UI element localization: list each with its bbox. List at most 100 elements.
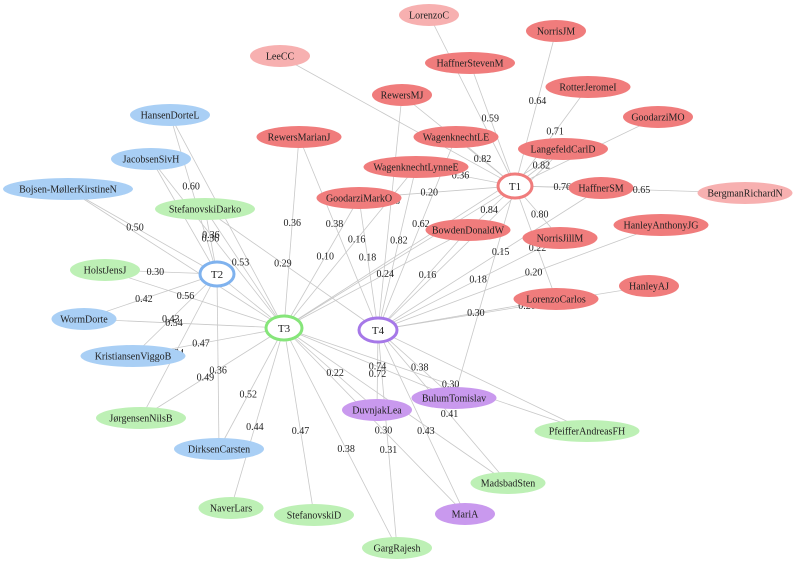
edge-T4-HanleyAJ	[377, 285, 650, 331]
edge-T4-HaffnerSM	[377, 187, 602, 331]
node-HaffnerStevenM[interactable]: HaffnerStevenM	[425, 52, 515, 74]
node-LorenzoCarlos[interactable]: LorenzoCarlos	[513, 288, 599, 310]
edge-T2-JorgensenNilsB	[140, 273, 218, 419]
edge-weight-label: 0.44	[246, 422, 264, 433]
node-PfeifferAndreasFH[interactable]: PfeifferAndreasFH	[534, 420, 640, 442]
node-LorenzoC[interactable]: LorenzoC	[399, 4, 459, 26]
edge-T1-NorrisJM	[514, 30, 557, 187]
node-label: BulumTomislav	[422, 394, 486, 405]
node-label: JørgensenNilsB	[109, 414, 172, 425]
node-label: HansenDorteL	[141, 111, 200, 122]
node-ellipse	[425, 52, 515, 74]
edge-weight-label: 0.30	[147, 267, 165, 278]
node-ellipse	[399, 4, 459, 26]
node-label: HaffnerStevenM	[436, 59, 503, 70]
node-ellipse	[174, 438, 264, 460]
node-GoodarziMO[interactable]: GoodarziMO	[623, 106, 693, 128]
node-ellipse	[363, 156, 469, 178]
edge-T4-GoodarziMarkO	[358, 197, 379, 331]
node-BergmanRichardN[interactable]: BergmanRichardN	[697, 182, 793, 204]
node-label: Bojsen-MøllerKirstineN	[19, 185, 117, 196]
node-label: WormDorte	[60, 315, 108, 326]
node-HansenDorteL[interactable]: HansenDorteL	[130, 104, 210, 126]
node-ellipse	[3, 178, 133, 200]
hub-label: T4	[372, 325, 385, 337]
node-HolstJensJ[interactable]: HolstJensJ	[70, 259, 140, 281]
node-RotterJeromeI[interactable]: RotterJeromeI	[545, 76, 631, 98]
node-NorrisJillM[interactable]: NorrisJillM	[522, 227, 598, 249]
edge-T4-NorrisJillM	[377, 237, 561, 331]
node-GoodarziMarkO[interactable]: GoodarziMarkO	[316, 187, 402, 209]
edge-weight-label: 0.72	[369, 369, 387, 380]
node-LeeCC[interactable]: LeeCC	[250, 45, 310, 67]
node-label: NaverLars	[210, 504, 252, 515]
node-label: LorenzoC	[409, 11, 449, 22]
node-WormDorte[interactable]: WormDorte	[51, 308, 117, 330]
edge-T4-BowdenDonaldW	[377, 229, 469, 331]
node-label: HolstJensJ	[84, 266, 127, 277]
node-ellipse	[425, 219, 511, 241]
edge-weight-label: 0.71	[546, 127, 564, 138]
edge-weight-label: 0.38	[337, 444, 355, 455]
edge-weight-label: 0.49	[197, 373, 215, 384]
node-NorrisJM[interactable]: NorrisJM	[526, 20, 586, 42]
edge-weight-label: 0.42	[135, 294, 153, 305]
edge-weight-label: 0.36	[202, 233, 220, 244]
node-HanleyAJ[interactable]: HanleyAJ	[619, 275, 679, 297]
node-NaverLars[interactable]: NaverLars	[198, 497, 264, 519]
edge-T3-PfeifferAndreasFH	[283, 327, 588, 432]
node-WagenknechtLE[interactable]: WagenknechtLE	[413, 126, 499, 148]
edge-weight-label: 0.50	[126, 222, 144, 233]
node-LangefeldCarlD[interactable]: LangefeldCarlD	[518, 138, 608, 160]
hub-node-T2[interactable]: T2	[198, 260, 236, 288]
node-ellipse	[130, 104, 210, 126]
node-StefanovskiDarko[interactable]: StefanovskiDarko	[155, 198, 255, 220]
node-ellipse	[198, 497, 264, 519]
node-label: BowdenDonaldW	[432, 226, 505, 237]
node-MariA[interactable]: MariA	[435, 503, 495, 525]
node-ellipse	[411, 387, 497, 409]
node-label: StefanovskiDarko	[169, 205, 241, 216]
hub-label: T2	[211, 269, 223, 281]
node-KristiansenViggoB[interactable]: KristiansenViggoB	[80, 345, 186, 367]
edge-weight-label: 0.10	[317, 252, 335, 263]
node-HaffnerSM[interactable]: HaffnerSM	[568, 177, 634, 199]
hub-node-T3[interactable]: T3	[264, 314, 304, 342]
node-JorgensenNilsB[interactable]: JørgensenNilsB	[96, 407, 186, 429]
hub-label: T3	[278, 323, 291, 335]
node-DuvnjakLea[interactable]: DuvnjakLea	[342, 399, 412, 421]
node-MadsbadSten[interactable]: MadsbadSten	[470, 472, 546, 494]
edge-weight-label: 0.62	[412, 219, 430, 230]
edge-T4-WagenknechtLynneE	[377, 166, 417, 331]
node-DirksenCarsten[interactable]: DirksenCarsten	[174, 438, 264, 460]
node-StefanovskiD[interactable]: StefanovskiD	[274, 504, 354, 526]
node-BulumTomislav[interactable]: BulumTomislav	[411, 387, 497, 409]
node-JacobsenSivH[interactable]: JacobsenSivH	[111, 148, 191, 170]
edge-weight-label: 0.24	[376, 269, 394, 280]
node-label: HanleyAJ	[629, 282, 669, 293]
edge-weight-label: 0.47	[292, 426, 310, 437]
node-GargRajesh[interactable]: GargRajesh	[362, 537, 432, 559]
edge-T4-RewersMJ	[377, 94, 403, 331]
node-label: NorrisJillM	[537, 234, 584, 245]
node-ellipse	[250, 45, 310, 67]
edge-weight-label: 0.43	[162, 314, 180, 325]
node-RewersMJ[interactable]: RewersMJ	[372, 84, 432, 106]
edge-T2-DirksenCarsten	[216, 273, 220, 450]
edge-weight-label: 0.43	[417, 426, 435, 437]
edge-weight-label: 0.60	[182, 182, 200, 193]
hub-node-T1[interactable]: T1	[496, 172, 534, 200]
node-label: HaffnerSM	[578, 184, 623, 195]
node-BojsenMollerKirstineN[interactable]: Bojsen-MøllerKirstineN	[3, 178, 133, 200]
edge-weight-label: 0.74	[369, 362, 387, 373]
edge-T3-JorgensenNilsB	[140, 327, 285, 419]
node-BowdenDonaldW[interactable]: BowdenDonaldW	[425, 219, 511, 241]
hub-node-T4[interactable]: T4	[357, 316, 399, 344]
edge-weight-label: 0.80	[531, 210, 549, 221]
node-ellipse	[413, 126, 499, 148]
node-WagenknechtLynneE[interactable]: WagenknechtLynneE	[363, 156, 469, 178]
node-HanleyAnthonyJG[interactable]: HanleyAnthonyJG	[613, 214, 709, 236]
node-RewersMarianJ[interactable]: RewersMarianJ	[256, 126, 342, 148]
edge-T3-WormDorte	[83, 318, 285, 329]
